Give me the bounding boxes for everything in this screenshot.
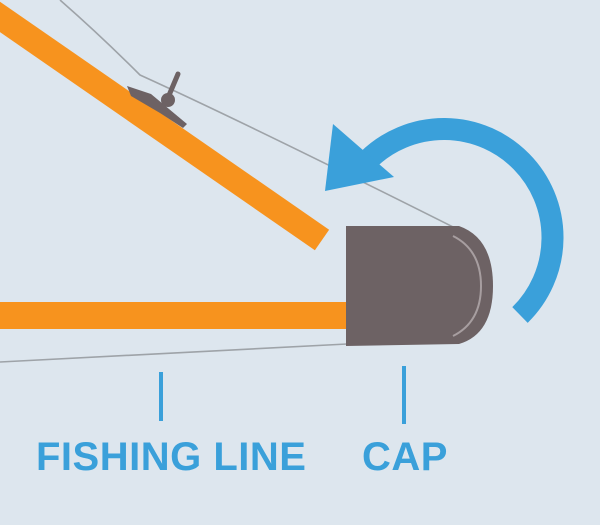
rod-cap-icon — [346, 226, 493, 346]
fishing-line-label: FISHING LINE — [36, 435, 307, 479]
fishing-line-top — [59, 0, 466, 234]
rod-angled — [0, 1, 330, 251]
rotate-arrow-icon — [325, 117, 564, 323]
line-guide-icon — [127, 71, 187, 128]
cap-label: CAP — [362, 435, 448, 479]
rod-straight — [0, 302, 350, 329]
fishing-line-bottom — [0, 343, 348, 363]
